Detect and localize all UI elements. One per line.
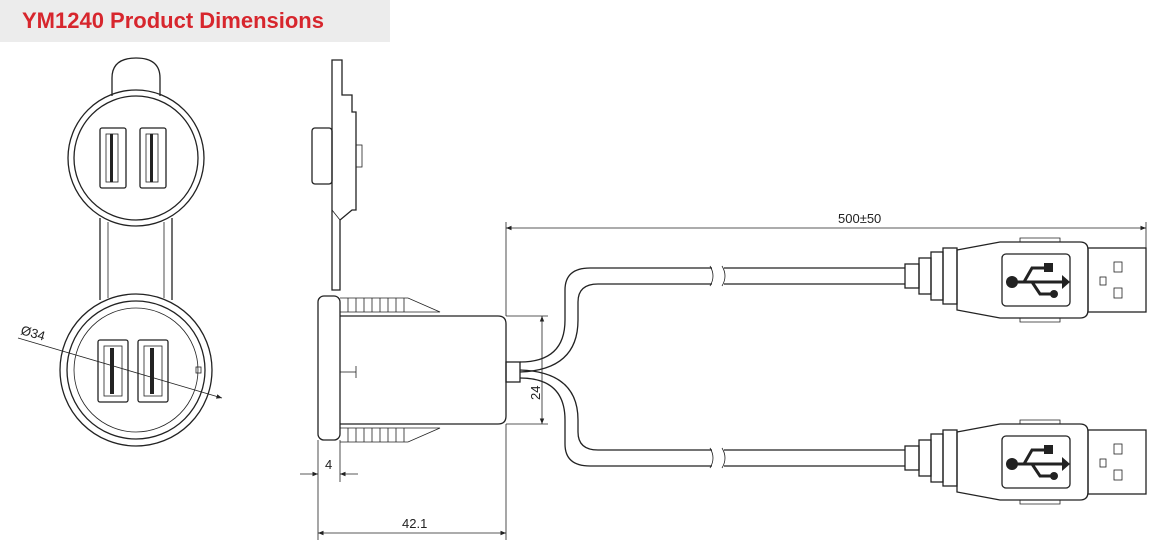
mount-flange xyxy=(317,295,341,441)
cap-strap xyxy=(99,218,173,300)
cable-exit xyxy=(505,361,521,383)
label-flange-thickness: 4 xyxy=(325,457,332,472)
gasket-top xyxy=(340,297,441,313)
usb-logo-box-upper xyxy=(1001,253,1071,307)
title-bar: YM1240 Product Dimensions xyxy=(0,0,390,42)
diameter-leader xyxy=(17,337,223,399)
gasket-bottom xyxy=(340,427,441,443)
label-cable-length: 500±50 xyxy=(838,211,881,226)
usb-socket-right xyxy=(139,127,167,189)
usb-plug-upper xyxy=(904,237,1147,323)
dim-cable-length: 500±50 xyxy=(505,211,1147,316)
usb-port-right xyxy=(137,339,169,403)
page-title: YM1240 Product Dimensions xyxy=(22,8,324,33)
usb-logo-box-lower xyxy=(1001,435,1071,489)
cable-upper xyxy=(519,265,905,373)
cap-outer-circle xyxy=(67,89,205,227)
side-view xyxy=(311,59,521,443)
dim-body-height: 24 xyxy=(506,315,548,425)
socket-face-inner xyxy=(73,307,199,433)
dim-flange-thickness: 4 xyxy=(300,440,358,482)
dim-total-depth: 42.1 xyxy=(317,424,507,540)
front-view-open: Ø34 xyxy=(17,293,223,447)
label-total-depth: 42.1 xyxy=(402,516,427,531)
usb-socket-left xyxy=(99,127,127,189)
socket-face-ring xyxy=(66,300,206,440)
usb-icon xyxy=(1006,445,1070,480)
usb-port-left xyxy=(97,339,129,403)
usb-plug-lower xyxy=(904,419,1147,505)
label-body-height: 24 xyxy=(528,386,543,400)
front-view-closed xyxy=(67,57,205,227)
cap-side-profile xyxy=(331,59,357,291)
cable-lower xyxy=(519,369,905,469)
socket-face-outer xyxy=(59,293,213,447)
cap-tab xyxy=(111,57,161,96)
cap-knob xyxy=(311,127,333,185)
cap-inner-circle xyxy=(73,95,199,221)
label-diameter: Ø34 xyxy=(19,322,47,343)
socket-body xyxy=(340,315,507,425)
usb-icon xyxy=(1006,263,1070,298)
